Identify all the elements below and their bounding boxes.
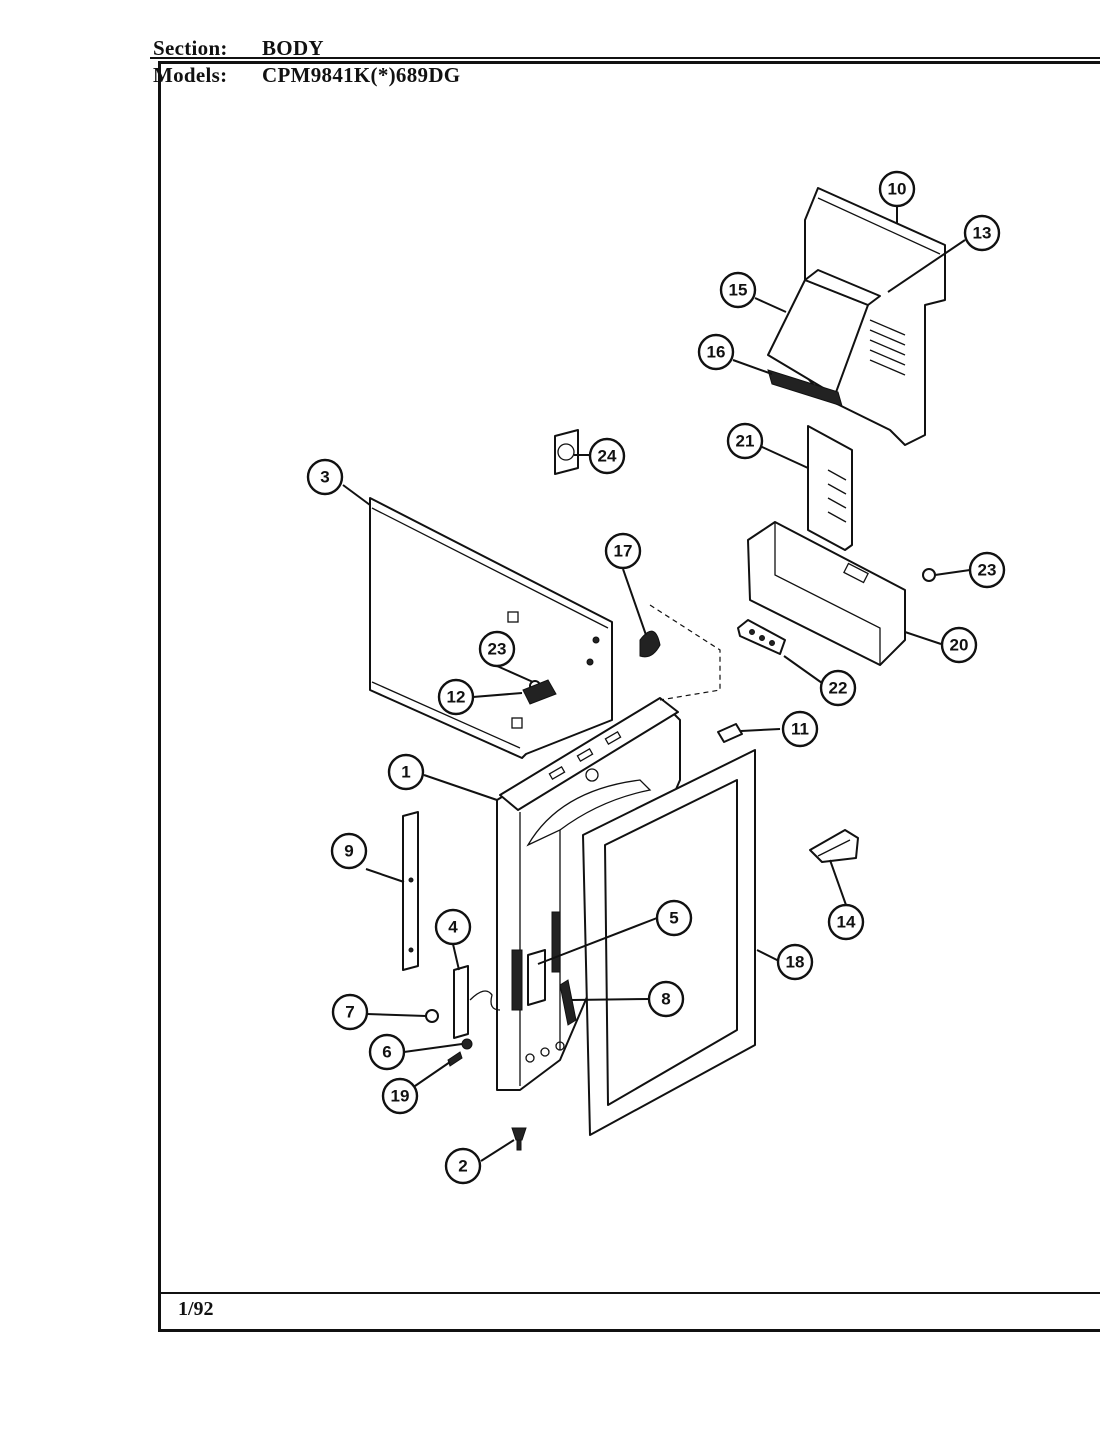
callout-8: 8 xyxy=(647,980,685,1018)
part-12-switch xyxy=(522,679,557,705)
callout-22: 22 xyxy=(819,669,857,707)
section-value: BODY xyxy=(262,36,324,60)
svg-text:7: 7 xyxy=(345,1003,354,1022)
svg-text:6: 6 xyxy=(382,1043,391,1062)
callout-19: 19 xyxy=(381,1077,419,1115)
part-4-hinge-plate xyxy=(453,965,501,1039)
part-11-knob xyxy=(717,723,743,743)
callout-2: 2 xyxy=(444,1147,482,1185)
part-18-door-frame xyxy=(582,749,756,1136)
footer-rule xyxy=(161,1292,1100,1294)
part-5-latch xyxy=(527,911,561,1006)
callout-15: 15 xyxy=(719,271,757,309)
callout-12: 12 xyxy=(437,678,475,716)
callout-20: 20 xyxy=(940,626,978,664)
svg-text:16: 16 xyxy=(707,343,726,362)
svg-text:9: 9 xyxy=(344,842,353,861)
part-20-lower-housing xyxy=(747,521,906,666)
svg-text:17: 17 xyxy=(614,542,633,561)
callout-7: 7 xyxy=(331,993,369,1031)
svg-text:15: 15 xyxy=(729,281,748,300)
callout-17: 17 xyxy=(604,532,642,570)
callout-9: 9 xyxy=(330,832,368,870)
svg-text:20: 20 xyxy=(950,636,969,655)
diagram-frame xyxy=(158,61,1100,1332)
svg-text:14: 14 xyxy=(837,913,856,932)
callout-6: 6 xyxy=(368,1033,406,1071)
svg-text:5: 5 xyxy=(669,909,678,928)
part-22-terminal-block xyxy=(737,619,786,655)
svg-text:1: 1 xyxy=(401,763,410,782)
svg-text:23: 23 xyxy=(488,640,507,659)
svg-text:12: 12 xyxy=(447,688,466,707)
part-7-screw xyxy=(425,1009,439,1023)
part-9-strip xyxy=(402,811,419,971)
leader-lines xyxy=(342,206,971,1162)
callout-13: 13 xyxy=(963,214,1001,252)
callout-21: 21 xyxy=(726,422,764,460)
part-23-screw-b xyxy=(922,568,936,582)
part-24-bracket xyxy=(554,429,579,475)
part-3-side-panel xyxy=(369,497,613,759)
svg-text:8: 8 xyxy=(661,990,670,1009)
svg-text:18: 18 xyxy=(786,953,805,972)
callout-23-a: 23 xyxy=(478,630,516,668)
part-6-nut xyxy=(461,1038,473,1050)
part-19-screw xyxy=(447,1051,463,1067)
callout-23-b: 23 xyxy=(968,551,1006,589)
models-value: CPM9841K(*)689DG xyxy=(262,63,461,87)
part-8-hinge-spring xyxy=(559,979,577,1026)
svg-text:3: 3 xyxy=(320,468,329,487)
callout-1: 1 xyxy=(387,753,425,791)
callout-4: 4 xyxy=(434,908,472,946)
part-15-duct xyxy=(767,269,881,396)
svg-text:2: 2 xyxy=(458,1157,467,1176)
svg-text:11: 11 xyxy=(791,720,809,739)
revision-date: 1/92 xyxy=(178,1298,214,1320)
part-16-duct-base xyxy=(767,369,843,407)
svg-text:21: 21 xyxy=(736,432,755,451)
svg-text:22: 22 xyxy=(829,679,848,698)
models-label: Models: xyxy=(153,63,228,87)
svg-text:13: 13 xyxy=(973,224,992,243)
callout-24: 24 xyxy=(588,437,626,475)
svg-text:23: 23 xyxy=(978,561,997,580)
callout-11: 11 xyxy=(781,710,819,748)
callout-18: 18 xyxy=(776,943,814,981)
section-label: Section: xyxy=(153,36,228,60)
callout-14: 14 xyxy=(827,903,865,941)
svg-text:19: 19 xyxy=(391,1087,410,1106)
header-rule xyxy=(150,57,1100,59)
part-14-bracket xyxy=(809,829,859,863)
callout-3: 3 xyxy=(306,458,344,496)
part-2-leg xyxy=(511,1127,527,1151)
callout-16: 16 xyxy=(697,333,735,371)
svg-text:4: 4 xyxy=(448,918,458,937)
svg-text:24: 24 xyxy=(598,447,617,466)
part-21-vent-panel xyxy=(807,425,853,551)
svg-text:10: 10 xyxy=(888,180,907,199)
callout-5: 5 xyxy=(655,899,693,937)
callout-10: 10 xyxy=(878,170,916,208)
part-17-sensor xyxy=(639,604,721,701)
